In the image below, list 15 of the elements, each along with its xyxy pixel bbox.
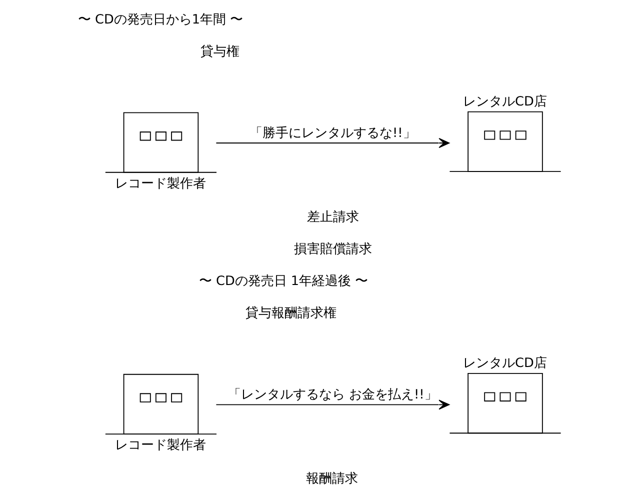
label: 〜 CDの発売日から1年間 〜 bbox=[78, 12, 244, 28]
label: 〜 CDの発売日 1年経過後 〜 bbox=[198, 274, 368, 290]
label: 貸与権 bbox=[200, 44, 240, 60]
label: 差止請求 bbox=[307, 210, 360, 225]
node-label: レコード製作者 bbox=[115, 176, 206, 192]
label: 貸与報酬請求権 bbox=[245, 306, 336, 322]
arrow bbox=[216, 138, 450, 148]
node-label: レコード製作者 bbox=[115, 438, 206, 453]
node-label: レンタルCD店 bbox=[463, 356, 547, 372]
edge-label: 「レンタルするなら お金を払え!!」 bbox=[228, 387, 438, 402]
label: 報酬請求 bbox=[306, 471, 358, 486]
arrow bbox=[216, 400, 450, 410]
edge-label: 「勝手にレンタルするな!!」 bbox=[249, 126, 416, 141]
node-label: レンタルCD店 bbox=[463, 94, 547, 110]
label: 損害賠償請求 bbox=[294, 242, 372, 257]
